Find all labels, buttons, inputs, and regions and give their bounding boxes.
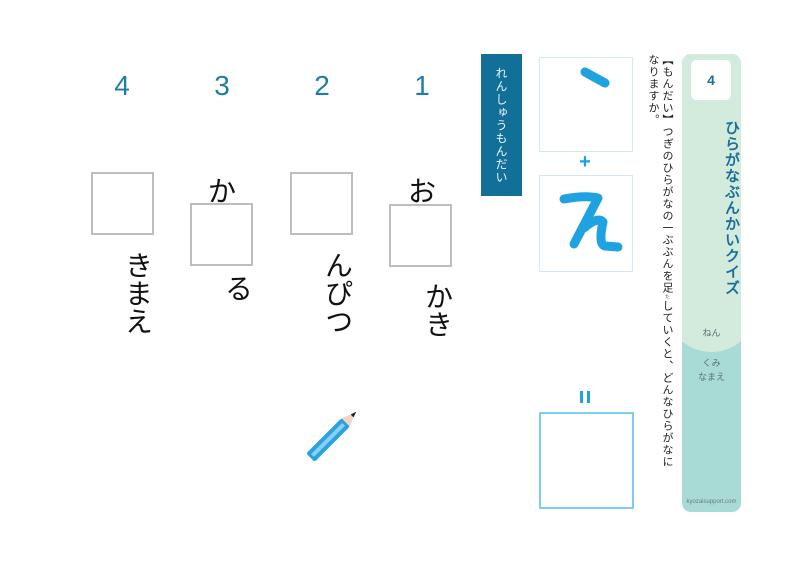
question-4-number: 4 — [114, 70, 130, 101]
instruction-kanji: 足 — [661, 282, 674, 294]
worksheet-sidebar: 4 ひらがなぶんかいクイズ ねん くみ なまえ kyozaisupport.co… — [682, 54, 741, 512]
question-3-below: る — [221, 274, 254, 302]
question-1-above: お — [407, 175, 436, 208]
question-4-below: きまえ — [121, 251, 154, 335]
question-3-number: 3 — [214, 70, 230, 101]
instruction-part1: つぎのひらがなの一ぶぶんを — [661, 126, 674, 282]
e-stroke-icon — [559, 192, 623, 252]
question-1-number: 1 — [414, 70, 430, 101]
example-part2-box — [539, 175, 633, 272]
site-url: kyozaisupport.com — [686, 499, 737, 505]
instruction-part2: していくと、どんなひらがなになりますか。 — [647, 54, 674, 468]
question-2-answer-box[interactable] — [290, 172, 353, 235]
example-part1-box — [539, 57, 633, 152]
pencil-icon — [296, 398, 371, 477]
question-2-below: んぴつ — [321, 251, 354, 335]
sidebar-curve — [682, 234, 741, 352]
question-2-number: 2 — [314, 70, 330, 101]
question-4-answer-box[interactable] — [91, 172, 154, 235]
year-label: ねん — [702, 329, 721, 339]
question-3-above: か — [207, 175, 236, 208]
worksheet-title: ひらがなぶんかいクイズ — [682, 108, 741, 308]
name-label: なまえ — [697, 373, 725, 383]
plus-sign: + — [579, 151, 591, 173]
worksheet-title-text: ひらがなぶんかいクイズ — [723, 120, 741, 296]
equals-sign — [539, 389, 631, 409]
instruction-ruby: た — [664, 294, 670, 300]
practice-banner: れんしゅうもんだい — [481, 54, 522, 196]
question-1-answer-box[interactable] — [389, 204, 452, 267]
worksheet-number: 4 — [691, 60, 731, 100]
question-3-answer-box[interactable] — [190, 203, 253, 266]
class-label: くみ — [702, 359, 721, 369]
instruction-text: 【もんだい】つぎのひらがなの一ぶぶんを足たしていくと、どんなひらがなになりますか… — [646, 54, 674, 474]
dot-stroke-icon — [580, 67, 610, 88]
instruction-prefix: 【もんだい】 — [661, 54, 674, 126]
question-1-below: かき — [421, 282, 454, 338]
example-answer-box[interactable] — [539, 412, 634, 509]
